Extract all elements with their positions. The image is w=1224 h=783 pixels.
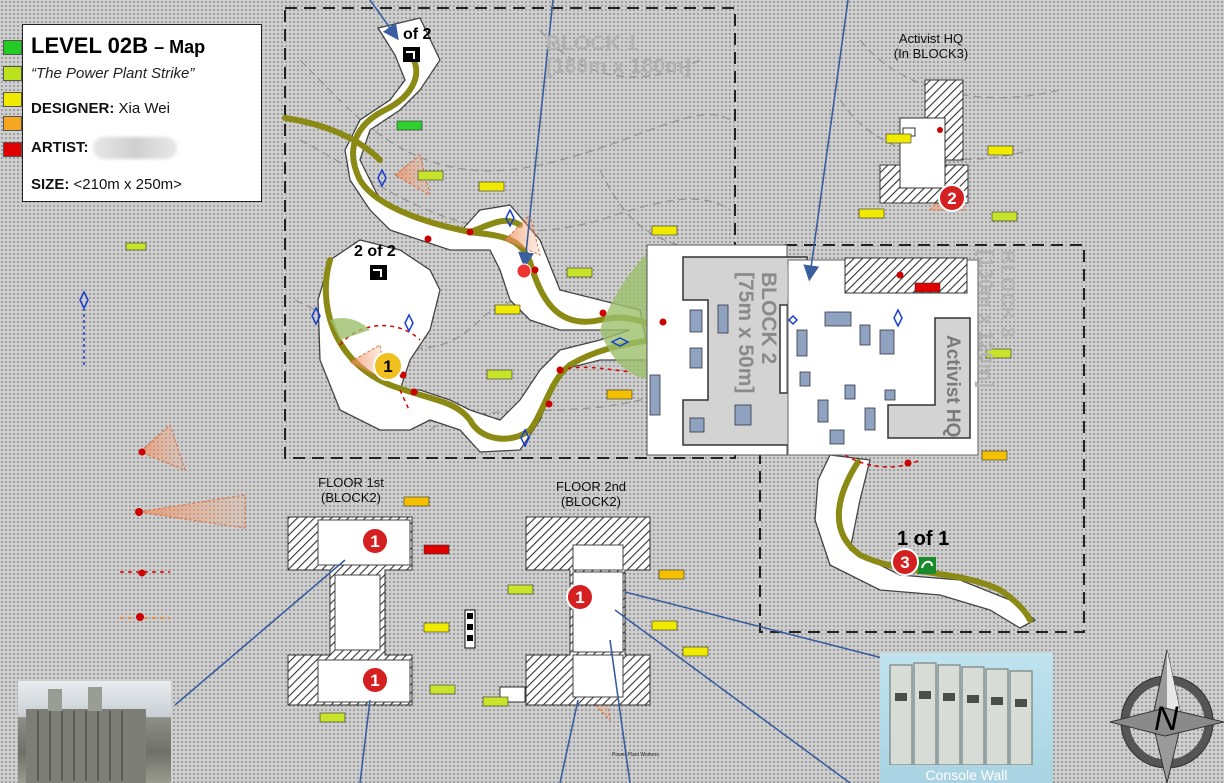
objective-badge-floor1-bottom xyxy=(361,666,389,694)
objective-badge-number: 2 xyxy=(947,189,956,208)
artist-label: ARTIST: xyxy=(31,138,89,156)
size-value: <210m x 250m> xyxy=(73,176,182,193)
objective-badge-floor2 xyxy=(566,583,594,611)
objective-badge-number: 1 xyxy=(370,532,379,551)
power-plant-workers-caption: Power Plant Workers xyxy=(612,752,659,758)
block2-size: [75m x 50m] xyxy=(733,272,757,394)
floor1-caption: FLOOR 1st (BLOCK2) xyxy=(300,475,402,506)
enemy-markers xyxy=(135,127,943,621)
floor1-inset xyxy=(287,516,413,706)
objective-badge-number: 1 xyxy=(370,671,379,690)
objective-badge-exit xyxy=(891,548,919,576)
floor2-caption-line1: FLOOR 2nd xyxy=(555,479,627,494)
level-title: LEVEL 02B – Map xyxy=(31,33,205,59)
route-marker-1-of-1: 1 of 1 xyxy=(897,528,950,550)
route-marker-of-2: of 2 xyxy=(403,26,432,43)
foliage xyxy=(330,250,655,380)
objective-badge-labels: 1 2 3 1 1 1 xyxy=(370,189,956,690)
waypoint-diamonds xyxy=(79,168,903,448)
swatch-red xyxy=(3,142,22,157)
designer-value: Xia Wei xyxy=(118,100,170,117)
block3-label: BLOCK 3 [130m x 120m] xyxy=(974,250,1018,388)
objective-badge-number: 1 xyxy=(383,357,392,376)
route-icons xyxy=(370,47,936,649)
block1-label: BLOCK 1 [180m x 180m] xyxy=(546,32,691,78)
block3-name: BLOCK 3 xyxy=(996,250,1018,338)
objective-badge-number: 1 xyxy=(575,588,584,607)
level-title-main: LEVEL 02B xyxy=(31,33,148,58)
activist-hq-name: Activist HQ xyxy=(942,335,963,438)
objective-badge-hq xyxy=(938,184,966,212)
objective-badges xyxy=(361,184,966,694)
block1-name: BLOCK 1 xyxy=(546,32,639,55)
swatch-green xyxy=(3,40,22,55)
objective-badge-number: 3 xyxy=(900,553,909,572)
designer-label: DESIGNER: xyxy=(31,100,115,117)
swatch-lime xyxy=(3,66,22,81)
designer-row: DESIGNER: Xia Wei xyxy=(31,100,170,117)
swatch-orange xyxy=(3,116,22,131)
artist-name-redacted xyxy=(92,137,177,159)
size-label: SIZE: xyxy=(31,176,70,193)
objective-badge-floor1-top xyxy=(361,527,389,555)
block2-name: BLOCK 2 xyxy=(757,272,780,365)
trigger-tags xyxy=(125,120,1018,723)
activist-hq-caption: Activist HQ (In BLOCK3) xyxy=(880,31,982,62)
activist-hq-caption-line2: (In BLOCK3) xyxy=(893,45,969,61)
compass-north-label: N xyxy=(1154,700,1179,738)
route-marker-2-of-2: 2 of 2 xyxy=(354,243,396,260)
level-subtitle: “The Power Plant Strike” xyxy=(31,65,195,82)
console-wall-illustration xyxy=(889,662,1033,766)
console-wall-caption: Console Wall xyxy=(925,767,1008,783)
activist-hq-building-label: Activist HQ xyxy=(941,335,963,438)
block3-size: [130m x 120m] xyxy=(974,250,996,388)
block2-building xyxy=(646,244,979,456)
objective-badge-yellow xyxy=(373,351,403,381)
floor1-caption-line2: (BLOCK2) xyxy=(321,489,381,505)
transformer-photo xyxy=(18,681,171,783)
swatch-yellow xyxy=(3,92,22,107)
level-title-suffix: – Map xyxy=(154,37,206,57)
floor2-caption: FLOOR 2nd (BLOCK2) xyxy=(540,479,642,510)
console-wall-photo: Console Wall xyxy=(880,653,1053,783)
callout-arrows xyxy=(174,0,891,783)
legend-panel: LEVEL 02B – Map “The Power Plant Strike”… xyxy=(22,24,262,202)
floor2-inset xyxy=(499,516,651,706)
block1-boundary xyxy=(284,7,736,459)
block1-size: [180m x 180m] xyxy=(546,55,691,79)
floor1-caption-line1: FLOOR 1st xyxy=(318,475,384,490)
floor2-caption-line2: (BLOCK2) xyxy=(561,493,621,509)
activist-hq-caption-line1: Activist HQ xyxy=(898,31,964,46)
transformer-illustration xyxy=(26,687,146,783)
size-row: SIZE: <210m x 250m> xyxy=(31,176,182,193)
artist-row: ARTIST: xyxy=(31,137,177,159)
block2-label: BLOCK 2 [75m x 50m] xyxy=(734,272,780,393)
north-compass-icon xyxy=(1109,649,1224,783)
